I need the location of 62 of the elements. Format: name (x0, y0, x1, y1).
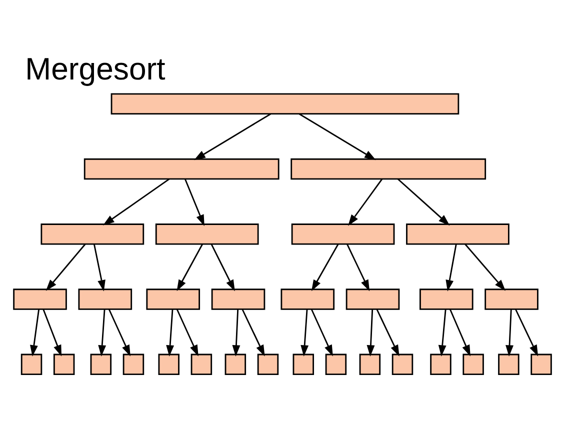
arrow (194, 112, 271, 160)
arrow (102, 178, 170, 225)
diagram-title: Mergesort (25, 50, 166, 86)
arrow (398, 178, 450, 226)
node-box (224, 353, 246, 375)
arrow (449, 308, 470, 356)
arrow (242, 308, 265, 356)
node-box (158, 353, 180, 375)
arrow (176, 308, 198, 356)
node-box (530, 353, 552, 375)
node-box (498, 353, 520, 375)
arrow (438, 308, 446, 356)
arrow (446, 244, 457, 291)
node-box (146, 288, 200, 310)
arrow (310, 308, 333, 356)
node-box (20, 353, 42, 375)
node-box (84, 158, 280, 180)
node-box (13, 288, 67, 310)
arrow (108, 308, 130, 356)
node-box (53, 353, 75, 375)
arrow (30, 308, 40, 356)
node-box (110, 92, 460, 114)
node-box (292, 353, 314, 375)
arrow (98, 308, 106, 356)
arrow (506, 308, 514, 356)
node-box (325, 353, 347, 375)
node-box (462, 353, 484, 375)
node-box (484, 288, 538, 310)
arrow (46, 243, 86, 290)
arrow (348, 178, 383, 226)
node-box (211, 288, 266, 310)
node-box (430, 353, 452, 375)
node-box (420, 288, 474, 310)
node-box (40, 223, 144, 244)
node-box (257, 353, 279, 375)
node-box (406, 223, 510, 244)
arrow (376, 308, 400, 356)
node-box (280, 288, 335, 310)
node-box (291, 223, 395, 244)
node-box (155, 223, 259, 244)
node-box (346, 288, 400, 310)
node-box (78, 288, 132, 310)
arrow (366, 308, 375, 356)
arrow (210, 243, 235, 291)
arrow (515, 308, 538, 356)
arrow (184, 178, 204, 226)
node-box (290, 158, 486, 180)
arrow (346, 243, 370, 291)
arrow (232, 308, 240, 356)
arrow (93, 244, 106, 291)
arrow (311, 243, 339, 291)
arrow (166, 308, 174, 356)
arrow (176, 243, 203, 291)
arrow (42, 308, 62, 356)
arrow (300, 308, 309, 356)
node-box (392, 353, 414, 375)
node-box (359, 353, 381, 375)
node-box (190, 353, 212, 375)
node-box (122, 353, 144, 375)
arrow (298, 112, 376, 160)
node-box (90, 353, 112, 375)
arrow (464, 243, 506, 290)
